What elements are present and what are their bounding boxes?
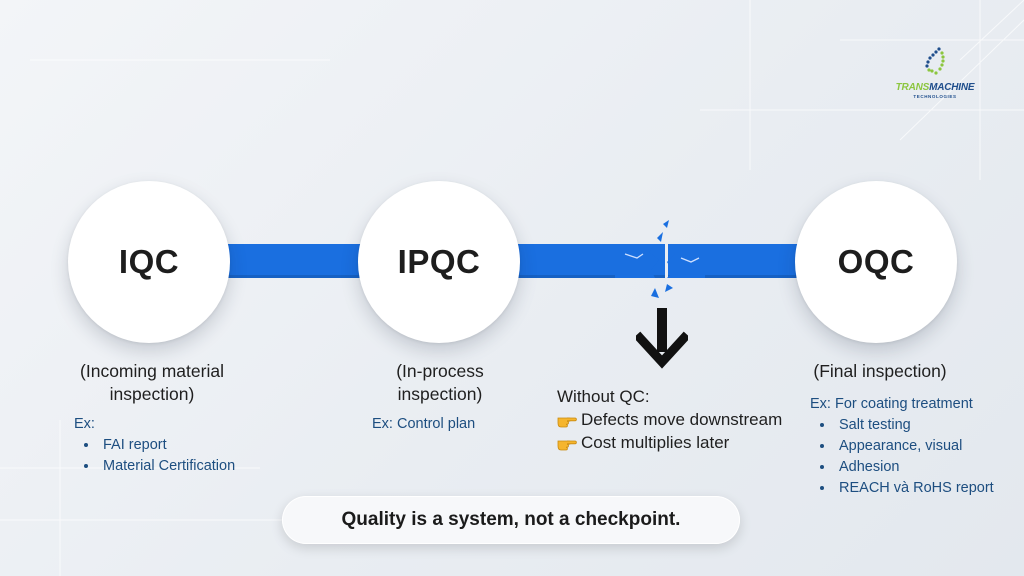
stage-description-iqc: (Incoming material inspection) xyxy=(80,361,224,404)
company-logo: TRANSMACHINE TECHNOLOGIES xyxy=(893,46,977,100)
example-list-iqc: Ex: FAI report Material Certification xyxy=(74,414,235,477)
without-qc-callout: Without QC: Defects move downstream Cost… xyxy=(557,385,782,454)
stage-description-oqc: (Final inspection) xyxy=(813,361,947,381)
list-item: REACH và RoHS report xyxy=(835,478,994,499)
list-item: FAI report xyxy=(99,435,235,456)
stage-circle-ipqc: IPQC xyxy=(358,181,520,343)
tagline-text: Quality is a system, not a checkpoint. xyxy=(341,509,681,530)
list-item: Appearance, visual xyxy=(835,436,994,457)
stage-circle-iqc: IQC xyxy=(68,181,230,343)
tagline-pill: Quality is a system, not a checkpoint. xyxy=(282,496,740,544)
stage-description-ipqc: (In-process inspection) xyxy=(396,361,484,404)
without-qc-heading: Without QC: xyxy=(557,387,650,406)
without-qc-point: Cost multiplies later xyxy=(581,433,730,452)
pointing-hand-icon xyxy=(557,417,577,427)
list-item: Salt testing xyxy=(835,415,994,436)
stage-title-ipqc: IPQC xyxy=(397,243,481,280)
example-heading: Ex: For coating treatment xyxy=(810,396,973,412)
example-list-ipqc: Ex: Control plan xyxy=(372,414,475,435)
pointing-hand-icon xyxy=(557,440,577,450)
example-heading: Ex: xyxy=(74,416,95,432)
stage-title-oqc: OQC xyxy=(837,243,915,280)
stage-title-iqc: IQC xyxy=(118,243,180,280)
list-item: Material Certification xyxy=(99,456,235,477)
stage-circle-oqc: OQC xyxy=(795,181,957,343)
broken-chain-crack-icon xyxy=(615,220,705,298)
example-list-oqc: Ex: For coating treatment Salt testing A… xyxy=(810,394,994,499)
down-arrow-icon xyxy=(636,308,688,369)
list-item: Adhesion xyxy=(835,457,994,478)
without-qc-point: Defects move downstream xyxy=(581,410,783,429)
logo-subtitle: TECHNOLOGIES xyxy=(913,94,957,99)
example-heading: Ex: Control plan xyxy=(372,416,476,432)
logo-mark-icon xyxy=(925,47,945,75)
logo-wordmark: TRANSMACHINE xyxy=(895,82,975,93)
